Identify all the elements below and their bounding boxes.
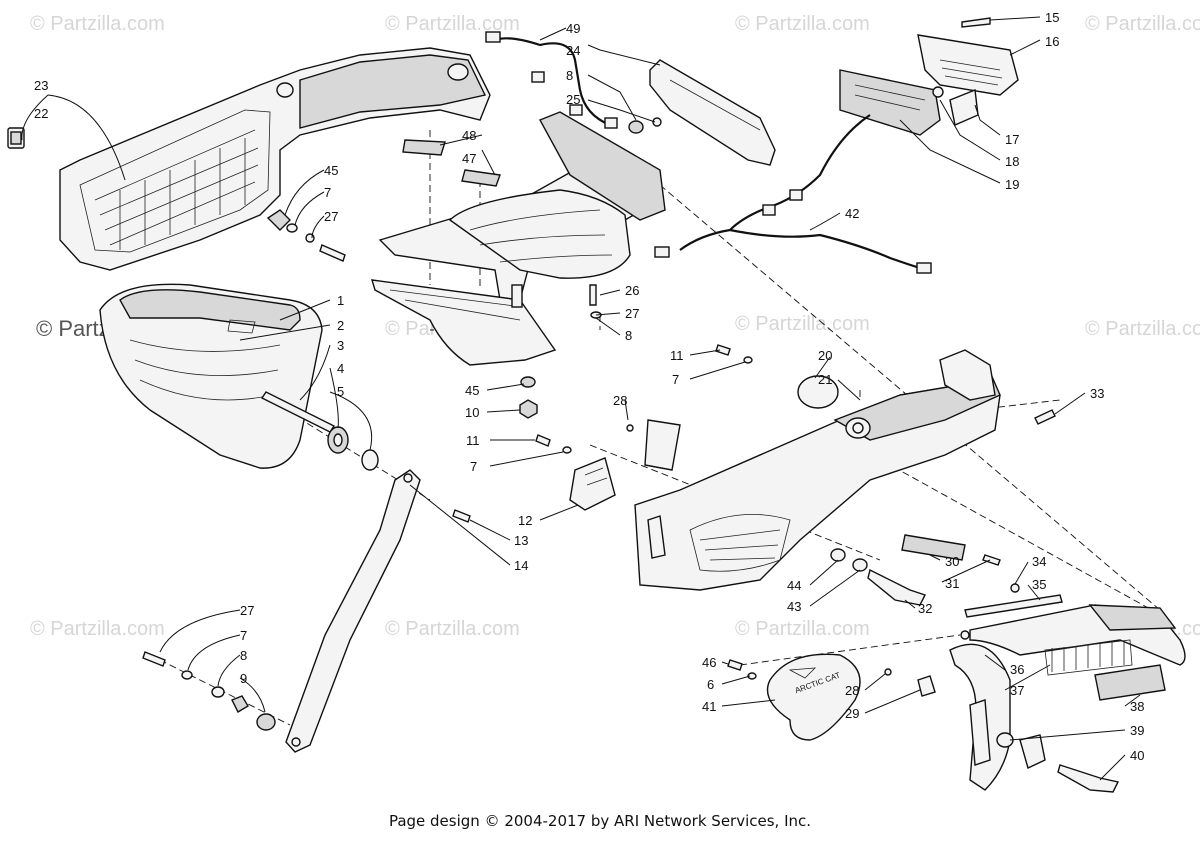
callout-44: 44 [787, 578, 801, 593]
callout-34: 34 [1032, 554, 1046, 569]
callout-21: 21 [818, 372, 832, 387]
watermark: © Partzilla.com [735, 13, 870, 35]
callout-38: 38 [1130, 699, 1144, 714]
callout-11: 11 [670, 348, 684, 363]
handle-assembly-part [884, 583, 1186, 793]
callout-43: 43 [787, 599, 801, 614]
left-console-part [7, 47, 491, 271]
watermark: © Partzilla.com [30, 13, 165, 35]
callout-7: 7 [240, 628, 247, 643]
watermark: © Partzilla.com [30, 618, 165, 640]
callout-6: 6 [707, 677, 714, 692]
callout-12: 12 [518, 513, 532, 528]
callout-labels: 23 22 49 24 8 25 48 47 15 16 17 18 19 42… [34, 10, 1144, 763]
right-console-part [634, 349, 1001, 591]
center-hardware [535, 344, 753, 511]
callout-10: 10 [465, 405, 479, 420]
callout-48: 48 [462, 128, 476, 143]
callout-45: 45 [465, 383, 479, 398]
callout-1: 1 [337, 293, 344, 308]
taillight-housing-part [485, 31, 776, 166]
bolt-33-part [1034, 409, 1056, 425]
callout-31: 31 [945, 576, 959, 591]
callout-39: 39 [1130, 723, 1144, 738]
callout-36: 36 [1010, 662, 1024, 677]
callout-35: 35 [1032, 577, 1046, 592]
callout-18: 18 [1005, 154, 1019, 169]
callout-33: 33 [1090, 386, 1104, 401]
callout-49: 49 [566, 21, 580, 36]
callout-47: 47 [462, 151, 476, 166]
watermark: © Partzilla.com [735, 313, 870, 335]
callout-37: 37 [1010, 683, 1024, 698]
upper-left-hardware [266, 209, 346, 262]
callout-40: 40 [1130, 748, 1144, 763]
callout-16: 16 [1045, 34, 1059, 49]
callout-7: 7 [470, 459, 477, 474]
callout-26: 26 [625, 283, 639, 298]
callout-15: 15 [1045, 10, 1059, 25]
lower-left-hardware [142, 651, 276, 731]
callout-8: 8 [625, 328, 632, 343]
pivot-hardware [327, 426, 379, 471]
emblem-knob-part: ARCTIC CAT [727, 653, 861, 741]
reflector-part [830, 534, 1001, 606]
seat-frame-part [371, 111, 666, 419]
taillight-lens-part [839, 17, 1019, 136]
backrest-part [99, 283, 336, 469]
callout-3: 3 [337, 338, 344, 353]
callout-4: 4 [337, 361, 344, 376]
watermark: © Partzilla.com [385, 13, 520, 35]
callout-46: 46 [702, 655, 716, 670]
callout-23: 23 [34, 78, 48, 93]
callout-8: 8 [240, 648, 247, 663]
callout-8: 8 [566, 68, 573, 83]
callout-22: 22 [34, 106, 48, 121]
callout-28: 28 [845, 683, 859, 698]
leader-lines [21, 16, 1141, 781]
callout-28: 28 [613, 393, 627, 408]
callout-17: 17 [1005, 132, 1019, 147]
wiring-harness-part [654, 114, 932, 274]
watermark: © Partzilla.com [1085, 318, 1200, 340]
callout-27: 27 [625, 306, 639, 321]
watermark: © Partzilla.com [385, 618, 520, 640]
callout-2: 2 [337, 318, 344, 333]
callout-13: 13 [514, 533, 528, 548]
callout-32: 32 [918, 601, 932, 616]
decals-part [402, 139, 501, 187]
callout-27: 27 [240, 603, 254, 618]
callout-42: 42 [845, 206, 859, 221]
lever-arm-part [285, 469, 471, 753]
callout-5: 5 [337, 384, 344, 399]
callout-45: 45 [324, 163, 338, 178]
callout-25: 25 [566, 92, 580, 107]
callout-30: 30 [945, 554, 959, 569]
callout-27: 27 [324, 209, 338, 224]
callout-24: 24 [566, 43, 580, 58]
callout-7: 7 [324, 185, 331, 200]
callout-20: 20 [818, 348, 832, 363]
watermark: © Partzilla.com [735, 618, 870, 640]
callout-11: 11 [466, 433, 480, 448]
callout-9: 9 [240, 671, 247, 686]
watermark: © Partzilla.com [1085, 13, 1200, 35]
callout-19: 19 [1005, 177, 1019, 192]
callout-14: 14 [514, 558, 528, 573]
callout-41: 41 [702, 699, 716, 714]
callout-29: 29 [845, 706, 859, 721]
page-footer: Page design © 2004-2017 by ARI Network S… [388, 812, 812, 830]
callout-7: 7 [672, 372, 679, 387]
